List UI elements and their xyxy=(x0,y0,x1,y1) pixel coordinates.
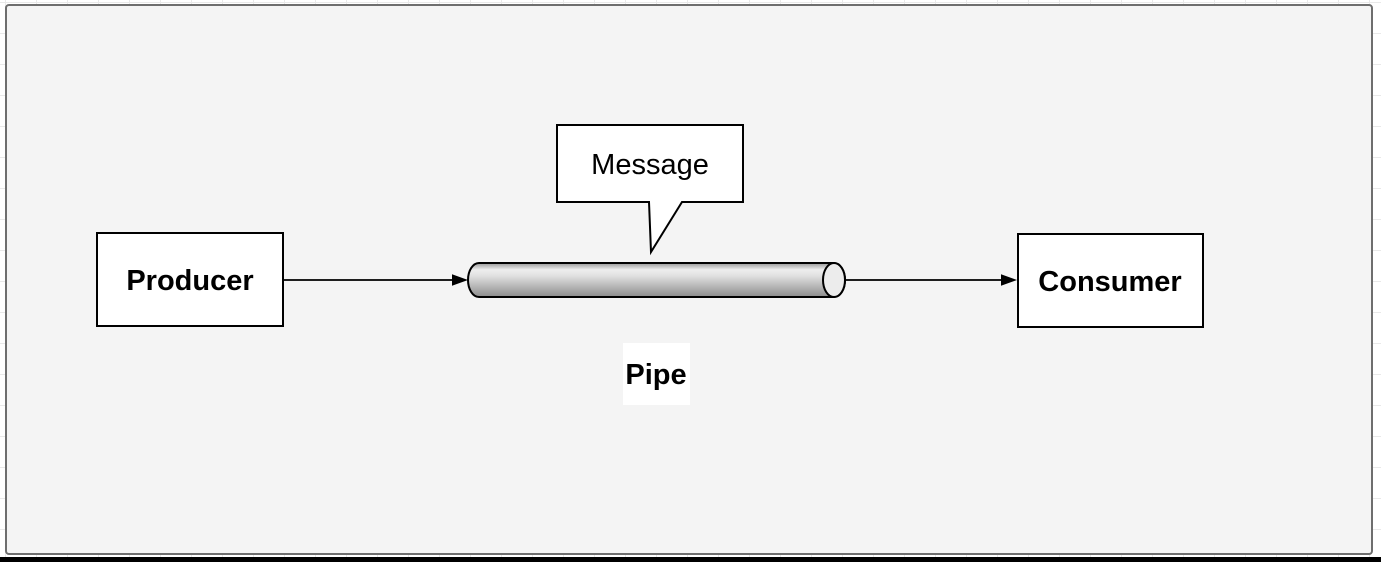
producer-box xyxy=(96,232,284,327)
arrowhead-icon xyxy=(1001,274,1017,286)
message-callout-label: Message xyxy=(591,149,709,181)
pipe-opening xyxy=(822,262,846,298)
pipe-body xyxy=(467,262,846,298)
pipe-label-background xyxy=(623,343,690,405)
edge-pipe-to-consumer[interactable] xyxy=(846,274,1017,286)
arrowhead-icon xyxy=(452,274,468,286)
edge-producer-to-pipe[interactable] xyxy=(284,274,468,286)
message-callout-bubble xyxy=(556,124,744,256)
producer-label: Producer xyxy=(126,265,253,297)
pipe-label[interactable]: Pipe xyxy=(623,343,690,405)
consumer-box xyxy=(1017,233,1204,328)
pipe-node[interactable] xyxy=(467,262,846,298)
consumer-label: Consumer xyxy=(1038,266,1181,298)
message-callout[interactable]: Message xyxy=(556,124,744,256)
bottom-black-strip xyxy=(0,557,1381,562)
pipe-label-text: Pipe xyxy=(625,359,686,391)
consumer-node[interactable]: Consumer xyxy=(1017,233,1204,328)
producer-node[interactable]: Producer xyxy=(96,232,284,327)
